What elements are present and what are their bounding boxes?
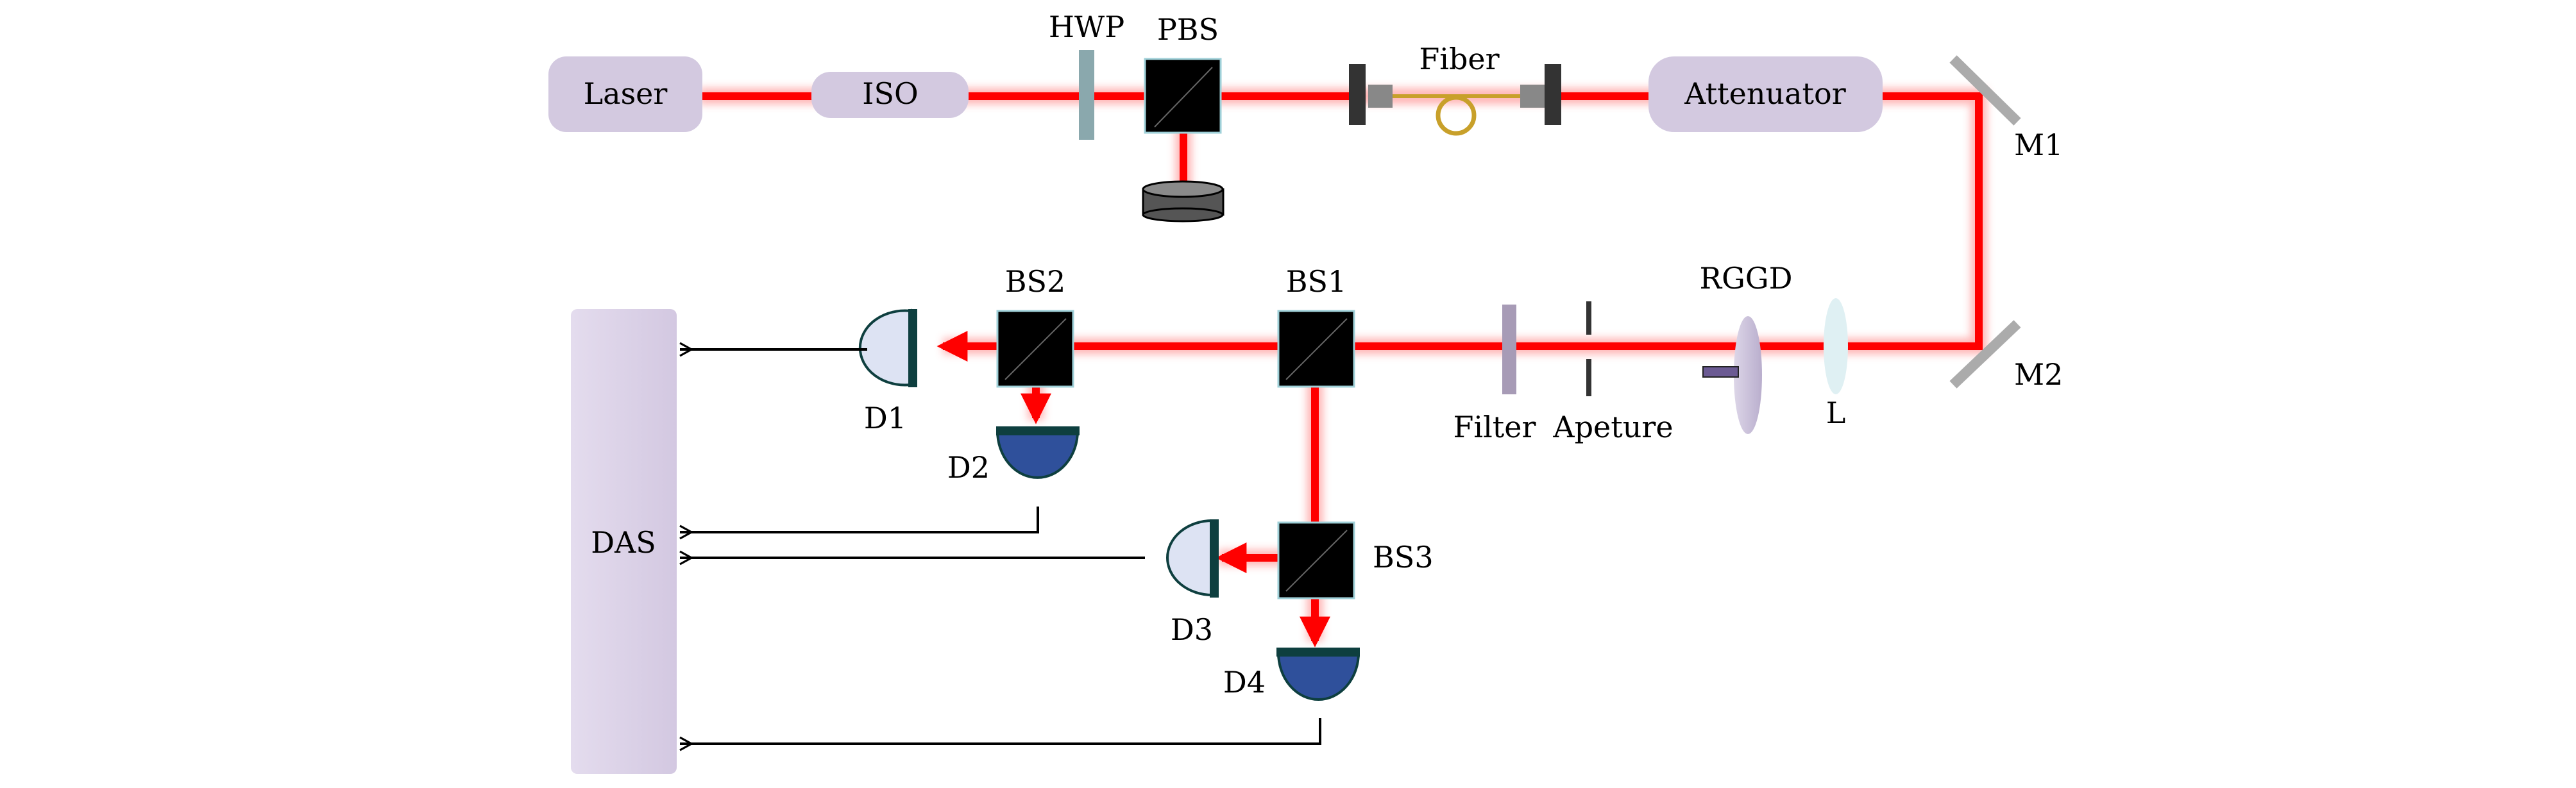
hwp-label: HWP (1049, 10, 1124, 44)
fiber-coupler-in (1349, 64, 1393, 125)
fiber-label: Fiber (1419, 42, 1499, 76)
bs3-label: BS3 (1373, 540, 1434, 574)
m2-label: M2 (2014, 357, 2063, 392)
beam-splitter-bs3: BS3 (1277, 521, 1434, 599)
d1-label: D1 (864, 401, 906, 435)
das-label: DAS (591, 525, 656, 560)
data-acquisition-system: DAS (571, 309, 677, 774)
pbs-label: PBS (1157, 12, 1219, 47)
beam-splitter-bs2: BS2 (996, 264, 1074, 388)
beam-dump-icon (1142, 180, 1224, 222)
laser-source: Laser (548, 56, 702, 132)
l-label: L (1826, 396, 1846, 430)
d3-label: D3 (1171, 612, 1213, 647)
m1-label: M1 (2014, 128, 2063, 162)
attenuator-label: Attenuator (1684, 76, 1845, 111)
detector-d2: D2 (947, 426, 1080, 485)
filter: Filter (1453, 305, 1536, 444)
beam-splitter-bs1: BS1 (1277, 264, 1355, 388)
detector-d3: D3 (1166, 519, 1219, 647)
bs1-label: BS1 (1286, 264, 1347, 299)
half-wave-plate: HWP (1049, 10, 1124, 140)
fiber-coil-icon (1393, 94, 1520, 136)
detector-d4: D4 (1223, 648, 1360, 701)
aperture: Apeture (1552, 301, 1674, 444)
photodetector-icon (1276, 651, 1360, 701)
signal-wires (680, 349, 1321, 744)
bs2-label: BS2 (1005, 264, 1066, 299)
filter-label: Filter (1453, 410, 1536, 444)
mirror-m1: M1 (1949, 55, 2063, 162)
polarizing-beam-splitter: PBS (1144, 12, 1222, 134)
wire-d4 (680, 718, 1321, 744)
rotating-ground-glass-disk: RGGD (1699, 261, 1793, 434)
laser-label: Laser (584, 76, 668, 111)
photodetector-icon (858, 309, 911, 387)
d4-label: D4 (1223, 665, 1266, 700)
aperture-label: Apeture (1552, 410, 1673, 444)
rggd-label: RGGD (1699, 261, 1792, 296)
detector-d1: D1 (858, 308, 917, 435)
fiber-coupler-out (1520, 64, 1561, 125)
isolator: ISO (811, 72, 969, 118)
photodetector-icon (1166, 519, 1213, 596)
attenuator: Attenuator (1648, 56, 1883, 132)
mirror-m2: M2 (1949, 320, 2063, 392)
lens-l: L (1824, 298, 1848, 430)
d2-label: D2 (947, 450, 990, 485)
iso-label: ISO (862, 76, 918, 111)
photodetector-icon (996, 430, 1080, 479)
wire-d2 (680, 507, 1039, 532)
